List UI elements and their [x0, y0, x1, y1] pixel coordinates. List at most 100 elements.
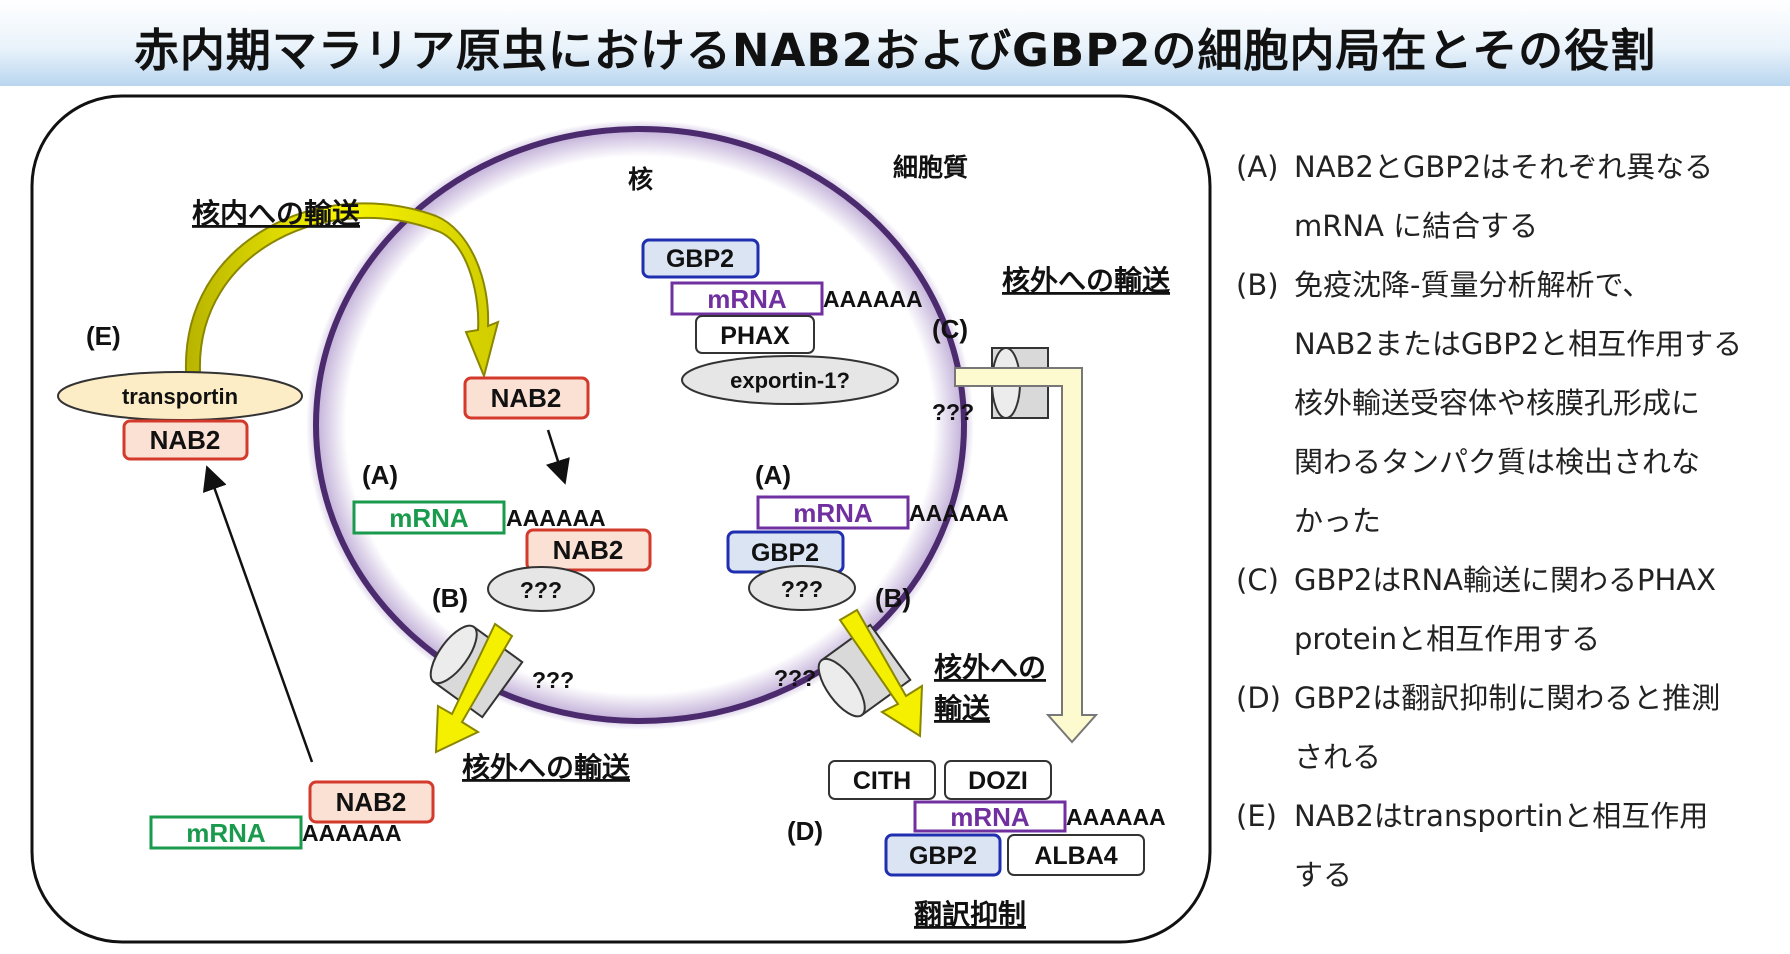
exportin-ellipse [681, 355, 899, 405]
unknown-pore-left: ??? [532, 667, 574, 693]
nucleus-label: 核 [628, 165, 653, 194]
gbp2-box-bottom [884, 833, 1002, 877]
title-banner [0, 0, 1790, 86]
unknown-pore-right: ??? [932, 399, 974, 425]
unknown-pore-middle: ??? [774, 665, 816, 691]
notes-panel: (A) NAB2とGBP2はそれぞれ異なる mRNA に結合する (B) 免疫沈降-質量… [1236, 138, 1776, 905]
cith-box [828, 760, 936, 800]
export-label-mid-1: 核外への [934, 652, 1046, 683]
mrna-green-box-cytoplasm [149, 815, 303, 850]
export-label-bottom: 核外への輸送 [462, 751, 630, 783]
note-line: NAB2とGBP2はそれぞれ異なる [1294, 150, 1714, 184]
mrna-purple-box-top [670, 281, 824, 316]
marker-d: (D) [787, 816, 823, 846]
note-text: GBP2は翻訳抑制に関わると推測される [1294, 669, 1776, 787]
nab2-label-nucleus: NAB2 [491, 383, 562, 413]
phax-box [695, 315, 815, 354]
note-line: 関わるタンパク質は検出されな [1294, 445, 1701, 479]
marker-e: (E) [86, 321, 121, 351]
mrna-purple-box-mid [756, 495, 910, 530]
note-tag: (A) [1236, 150, 1279, 184]
polya-bottom-left: AAAAAA [302, 820, 402, 846]
marker-a-left: (A) [362, 460, 398, 490]
mrna-green-box-nucleus [352, 500, 506, 535]
note-text: NAB2はtransportinと相互作用する [1294, 787, 1776, 905]
nab2-box-cytoplasm [308, 780, 435, 824]
note-line: かった [1294, 504, 1382, 538]
exportin-label: exportin-1? [730, 368, 850, 393]
import-arrow [184, 202, 500, 380]
unknown-label-left: ??? [520, 577, 562, 603]
nab2-box-complex [525, 528, 652, 572]
marker-b-left: (B) [432, 583, 468, 613]
alba4-box [1007, 834, 1145, 876]
marker-a-right: (A) [755, 460, 791, 490]
gbp2-label-mid: GBP2 [751, 539, 819, 567]
polya-top: AAAAAA [823, 286, 923, 312]
note-line: mRNA に結合する [1294, 209, 1539, 243]
nab2-label-e: NAB2 [150, 425, 221, 455]
note-item: (E) NAB2はtransportinと相互作用する [1236, 787, 1776, 905]
unknown-ellipse-right [748, 565, 856, 611]
mrna-green-label-cytoplasm: mRNA [186, 818, 266, 848]
note-line: NAB2はtransportinと相互作用 [1294, 799, 1709, 833]
mrna-purple-box-bottom [913, 800, 1067, 833]
note-text: 免疫沈降-質量分析解析で、 NAB2またはGBP2と相互作用する核外輸送受容体や核… [1294, 256, 1776, 551]
export-label-top-right: 核外への輸送 [1002, 264, 1170, 296]
translation-repression-label: 翻訳抑制 [914, 898, 1026, 930]
note-text: NAB2とGBP2はそれぞれ異なる mRNA に結合する [1294, 138, 1776, 256]
note-item: (C) GBP2はRNA輸送に関わるPHAX proteinと相互作用する [1236, 551, 1776, 669]
export-arrow-left [434, 622, 514, 754]
mrna-green-label-nucleus: mRNA [389, 503, 469, 533]
export-label-mid-2: 輸送 [934, 692, 990, 724]
note-item: (B) 免疫沈降-質量分析解析で、 NAB2またはGBP2と相互作用する核外輸送受容… [1236, 256, 1776, 551]
note-tag: (E) [1236, 799, 1277, 833]
nab2-box-nucleus [463, 376, 590, 420]
note-line: GBP2は翻訳抑制に関わると推測 [1294, 681, 1721, 715]
nuclear-envelope [313, 126, 967, 724]
nab2-box-e [122, 419, 249, 461]
polya-mid: AAAAAA [909, 500, 1009, 526]
nuclear-pore-middle [817, 623, 912, 718]
marker-c: (C) [932, 314, 968, 344]
mrna-purple-label-mid: mRNA [793, 498, 873, 528]
export-arrow-pale [954, 367, 1099, 744]
return-arrow [202, 465, 314, 763]
cith-label: CITH [853, 767, 911, 795]
mrna-purple-label-top: mRNA [707, 284, 787, 314]
gbp2-box-top [641, 238, 760, 279]
note-tag: (C) [1236, 563, 1279, 597]
note-line: GBP2はRNA輸送に関わるPHAX [1294, 563, 1716, 597]
note-tag: (D) [1236, 681, 1281, 715]
note-line: proteinと相互作用する [1294, 622, 1601, 656]
note-line: 免疫沈降-質量分析解析で、 [1294, 268, 1652, 302]
nab2-label-cytoplasm: NAB2 [336, 787, 407, 817]
unknown-label-right: ??? [781, 576, 823, 602]
note-item: (D) GBP2は翻訳抑制に関わると推測される [1236, 669, 1776, 787]
transportin-label: transportin [122, 384, 238, 409]
dozi-label: DOZI [968, 767, 1028, 795]
note-line: NAB2またはGBP2と相互作用する [1294, 327, 1743, 361]
note-item: (A) NAB2とGBP2はそれぞれ異なる mRNA に結合する [1236, 138, 1776, 256]
export-arrow-right [838, 608, 924, 738]
dozi-box [944, 760, 1052, 800]
alba4-label: ALBA4 [1034, 842, 1117, 870]
note-line: 核外輸送受容体や核膜孔形成に [1294, 386, 1701, 420]
nab2-bind-arrow [545, 429, 570, 485]
gbp2-label-bottom: GBP2 [909, 842, 977, 870]
mrna-purple-label-bottom: mRNA [950, 802, 1030, 832]
import-label: 核内への輸送 [192, 197, 360, 229]
phax-label: PHAX [720, 322, 790, 350]
polya-bottom-right: AAAAAA [1066, 804, 1166, 830]
page-title: 赤内期マラリア原虫におけるNAB2およびGBP2の細胞内局在とその役割 [133, 24, 1657, 77]
nab2-label-complex: NAB2 [553, 535, 624, 565]
note-text: GBP2はRNA輸送に関わるPHAX proteinと相互作用する [1294, 551, 1776, 669]
note-tag: (B) [1236, 268, 1279, 302]
polya-left: AAAAAA [506, 505, 606, 531]
unknown-ellipse-left [487, 566, 595, 612]
gbp2-label-top: GBP2 [666, 245, 734, 273]
marker-b-right: (B) [875, 583, 911, 613]
cytoplasm-label: 細胞質 [893, 154, 968, 182]
note-line: する [1294, 858, 1353, 892]
diagram-canvas: 核 細胞質 核内への輸送 (E) transportin NAB2 NAB2 (… [30, 94, 1212, 944]
